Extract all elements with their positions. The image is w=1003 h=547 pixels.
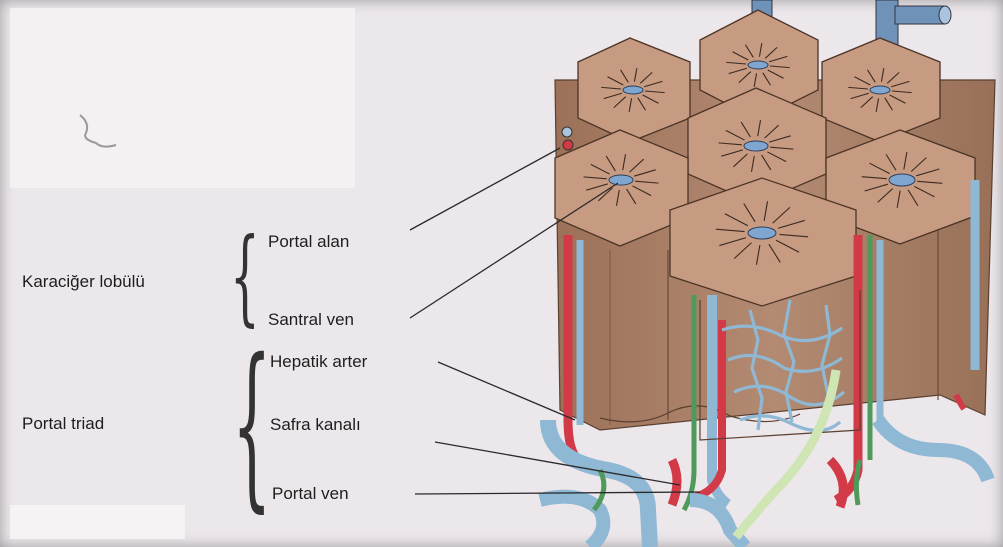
blank-corner <box>10 505 185 539</box>
label-hepatic-artery: Hepatik arter <box>270 352 367 372</box>
central-vein-opening <box>748 61 768 69</box>
central-vein-opening <box>889 174 915 186</box>
label-bile-duct: Safra kanalı <box>270 415 361 435</box>
blank-panel <box>10 8 355 188</box>
central-vein-opening <box>748 227 776 239</box>
label-central-vein: Santral ven <box>268 310 354 330</box>
label-portal-vein: Portal ven <box>272 484 349 504</box>
group-label-liver-lobule: Karaciğer lobülü <box>22 272 145 292</box>
label-portal-area: Portal alan <box>268 232 349 252</box>
leader-portal-area <box>410 148 560 230</box>
group-label-portal-triad: Portal triad <box>22 414 104 434</box>
lobule-brace: { <box>230 224 260 328</box>
central-vein-opening <box>744 141 768 151</box>
central-vein-opening <box>609 175 633 185</box>
triad-brace: { <box>232 336 272 514</box>
central-vein-opening <box>623 86 643 94</box>
leader-hepatic-artery <box>438 362 575 420</box>
central-vein-opening <box>870 86 890 94</box>
